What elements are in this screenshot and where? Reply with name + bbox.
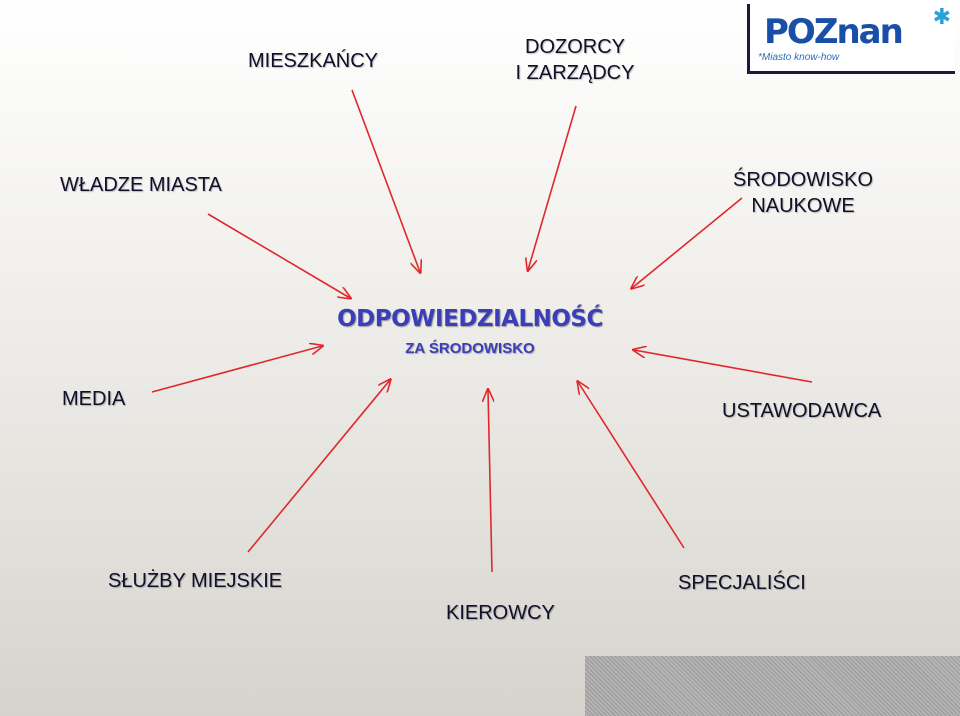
label-dozorcy-line2: I ZARZĄDCY: [515, 62, 635, 84]
logo-wordmark: POZnan: [764, 12, 904, 52]
center-subtitle: ZA ŚRODOWISKO: [405, 340, 535, 357]
label-dozorcy-line1: DOZORCY: [525, 36, 625, 58]
arrow-icon: [247, 380, 390, 553]
arrow-icon: [634, 350, 813, 383]
label-wladze: WŁADZE MIASTA: [60, 174, 222, 196]
label-sluzby: SŁUŻBY MIEJSKIE: [108, 570, 283, 592]
label-ustawodawca: USTAWODAWCA: [722, 400, 882, 422]
arrow-icon: [632, 197, 743, 288]
arrow-icon: [351, 89, 420, 272]
arrow-icon: [528, 105, 577, 270]
label-srodowisko-line2: NAUKOWE: [751, 195, 855, 217]
logo-tagline-text: Miasto know-how: [761, 52, 840, 63]
asterisk-icon: *: [758, 52, 762, 63]
corner-texture: [585, 656, 960, 716]
center-title: ODPOWIEDZIALNOŚĆ: [337, 306, 603, 332]
arrow-icon: [207, 213, 350, 298]
logo-tagline: *Miasto know-how: [758, 52, 839, 63]
label-mieszkancy: MIESZKAŃCY: [248, 50, 379, 72]
arrow-icon: [488, 390, 492, 573]
arrow-icon: [578, 382, 685, 549]
label-specjalisci: SPECJALIŚCI: [678, 572, 806, 594]
label-srodowisko-line1: ŚRODOWISKO: [732, 169, 873, 191]
label-dozorcy: DOZORCY I ZARZĄDCY: [505, 34, 645, 86]
asterisk-icon: ✱: [932, 4, 951, 29]
arrow-icon: [151, 346, 322, 393]
poznan-logo: POZnan ✱ *Miasto know-how: [747, 4, 955, 74]
label-media: MEDIA: [62, 388, 126, 410]
label-srodowisko: ŚRODOWISKO NAUKOWE: [718, 167, 888, 219]
label-kierowcy: KIEROWCY: [446, 602, 555, 624]
